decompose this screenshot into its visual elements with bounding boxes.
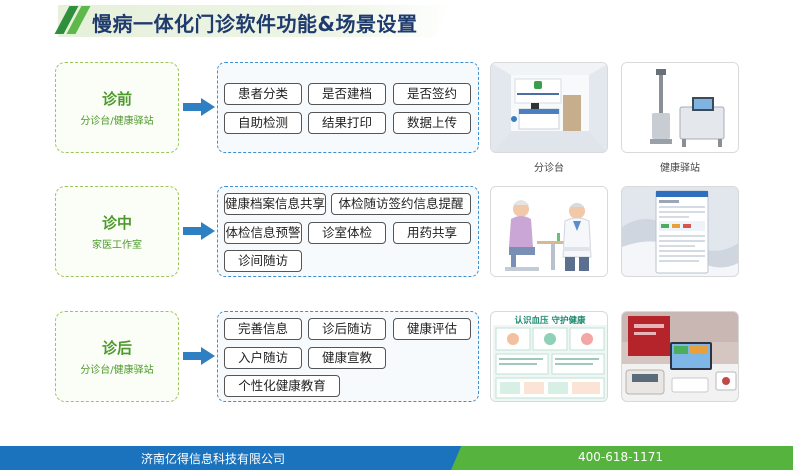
stage-name: 诊后 (101, 339, 132, 357)
feature-group-pre: 患者分类 是否建档 是否签约 自助检测 结果打印 数据上传 (217, 62, 479, 153)
arrow-right-icon (183, 222, 215, 240)
stage-sub: 分诊台/健康驿站 (80, 365, 154, 376)
footer-green-band (451, 446, 793, 470)
title-background (58, 5, 450, 37)
stage-name: 诊中 (101, 214, 132, 232)
doctor-consultation-image (490, 186, 608, 277)
feature-tag[interactable]: 健康宣教 (308, 347, 386, 369)
feature-tag[interactable]: 结果打印 (308, 112, 386, 134)
feature-tag[interactable]: 数据上传 (393, 112, 471, 134)
poster-title: 认识血压 守护健康 (514, 316, 586, 326)
triage-desk-image (490, 62, 608, 153)
health-station-image (621, 311, 739, 402)
stage-sub: 分诊台/健康驿站 (80, 116, 154, 127)
stage-card-post: 诊后 分诊台/健康驿站 (55, 311, 179, 402)
photo-caption: 健康驿站 (660, 163, 700, 174)
feature-tag[interactable]: 健康档案信息共享 (224, 193, 326, 215)
stage-name: 诊前 (101, 90, 132, 108)
feature-tag[interactable]: 用药共享 (393, 222, 471, 244)
feature-tag[interactable]: 诊间随访 (224, 250, 302, 272)
photo-caption: 分诊台 (534, 163, 564, 174)
feature-tag[interactable]: 是否签约 (393, 83, 471, 105)
footer-bar: 济南亿得信息科技有限公司 400-618-1171 (0, 446, 793, 470)
footer-company: 济南亿得信息科技有限公司 (141, 452, 286, 466)
feature-tag[interactable]: 个性化健康教育 (224, 375, 340, 397)
arrow-right-icon (183, 347, 215, 365)
feature-group-mid: 健康档案信息共享 体检随访签约信息提醒 体检信息预警 诊室体检 用药共享 诊间随… (217, 186, 479, 277)
feature-tag[interactable]: 体检信息预警 (224, 222, 302, 244)
arrow-right-icon (183, 98, 215, 116)
health-poster-image: 认识血压 守护健康 (490, 311, 608, 402)
stage-card-pre: 诊前 分诊台/健康驿站 (55, 62, 179, 153)
feature-tag[interactable]: 体检随访签约信息提醒 (331, 193, 471, 215)
feature-tag[interactable]: 诊后随访 (308, 318, 386, 340)
feature-tag[interactable]: 自助检测 (224, 112, 302, 134)
feature-tag[interactable]: 入户随访 (224, 347, 302, 369)
feature-tag[interactable]: 诊室体检 (308, 222, 386, 244)
stage-sub: 家医工作室 (92, 240, 142, 251)
feature-tag[interactable]: 是否建档 (308, 83, 386, 105)
feature-tag[interactable]: 健康评估 (393, 318, 471, 340)
feature-tag[interactable]: 完善信息 (224, 318, 302, 340)
stage-card-mid: 诊中 家医工作室 (55, 186, 179, 277)
page-title: 慢病一体化门诊软件功能&场景设置 (92, 12, 418, 36)
title-banner: 慢病一体化门诊软件功能&场景设置 (54, 3, 450, 37)
feature-tag[interactable]: 患者分类 (224, 83, 302, 105)
feature-group-post: 完善信息 诊后随访 健康评估 入户随访 健康宣教 个性化健康教育 (217, 311, 479, 402)
footer-phone: 400-618-1171 (578, 450, 664, 464)
health-kiosk-image (621, 62, 739, 153)
software-screen-image (621, 186, 739, 277)
